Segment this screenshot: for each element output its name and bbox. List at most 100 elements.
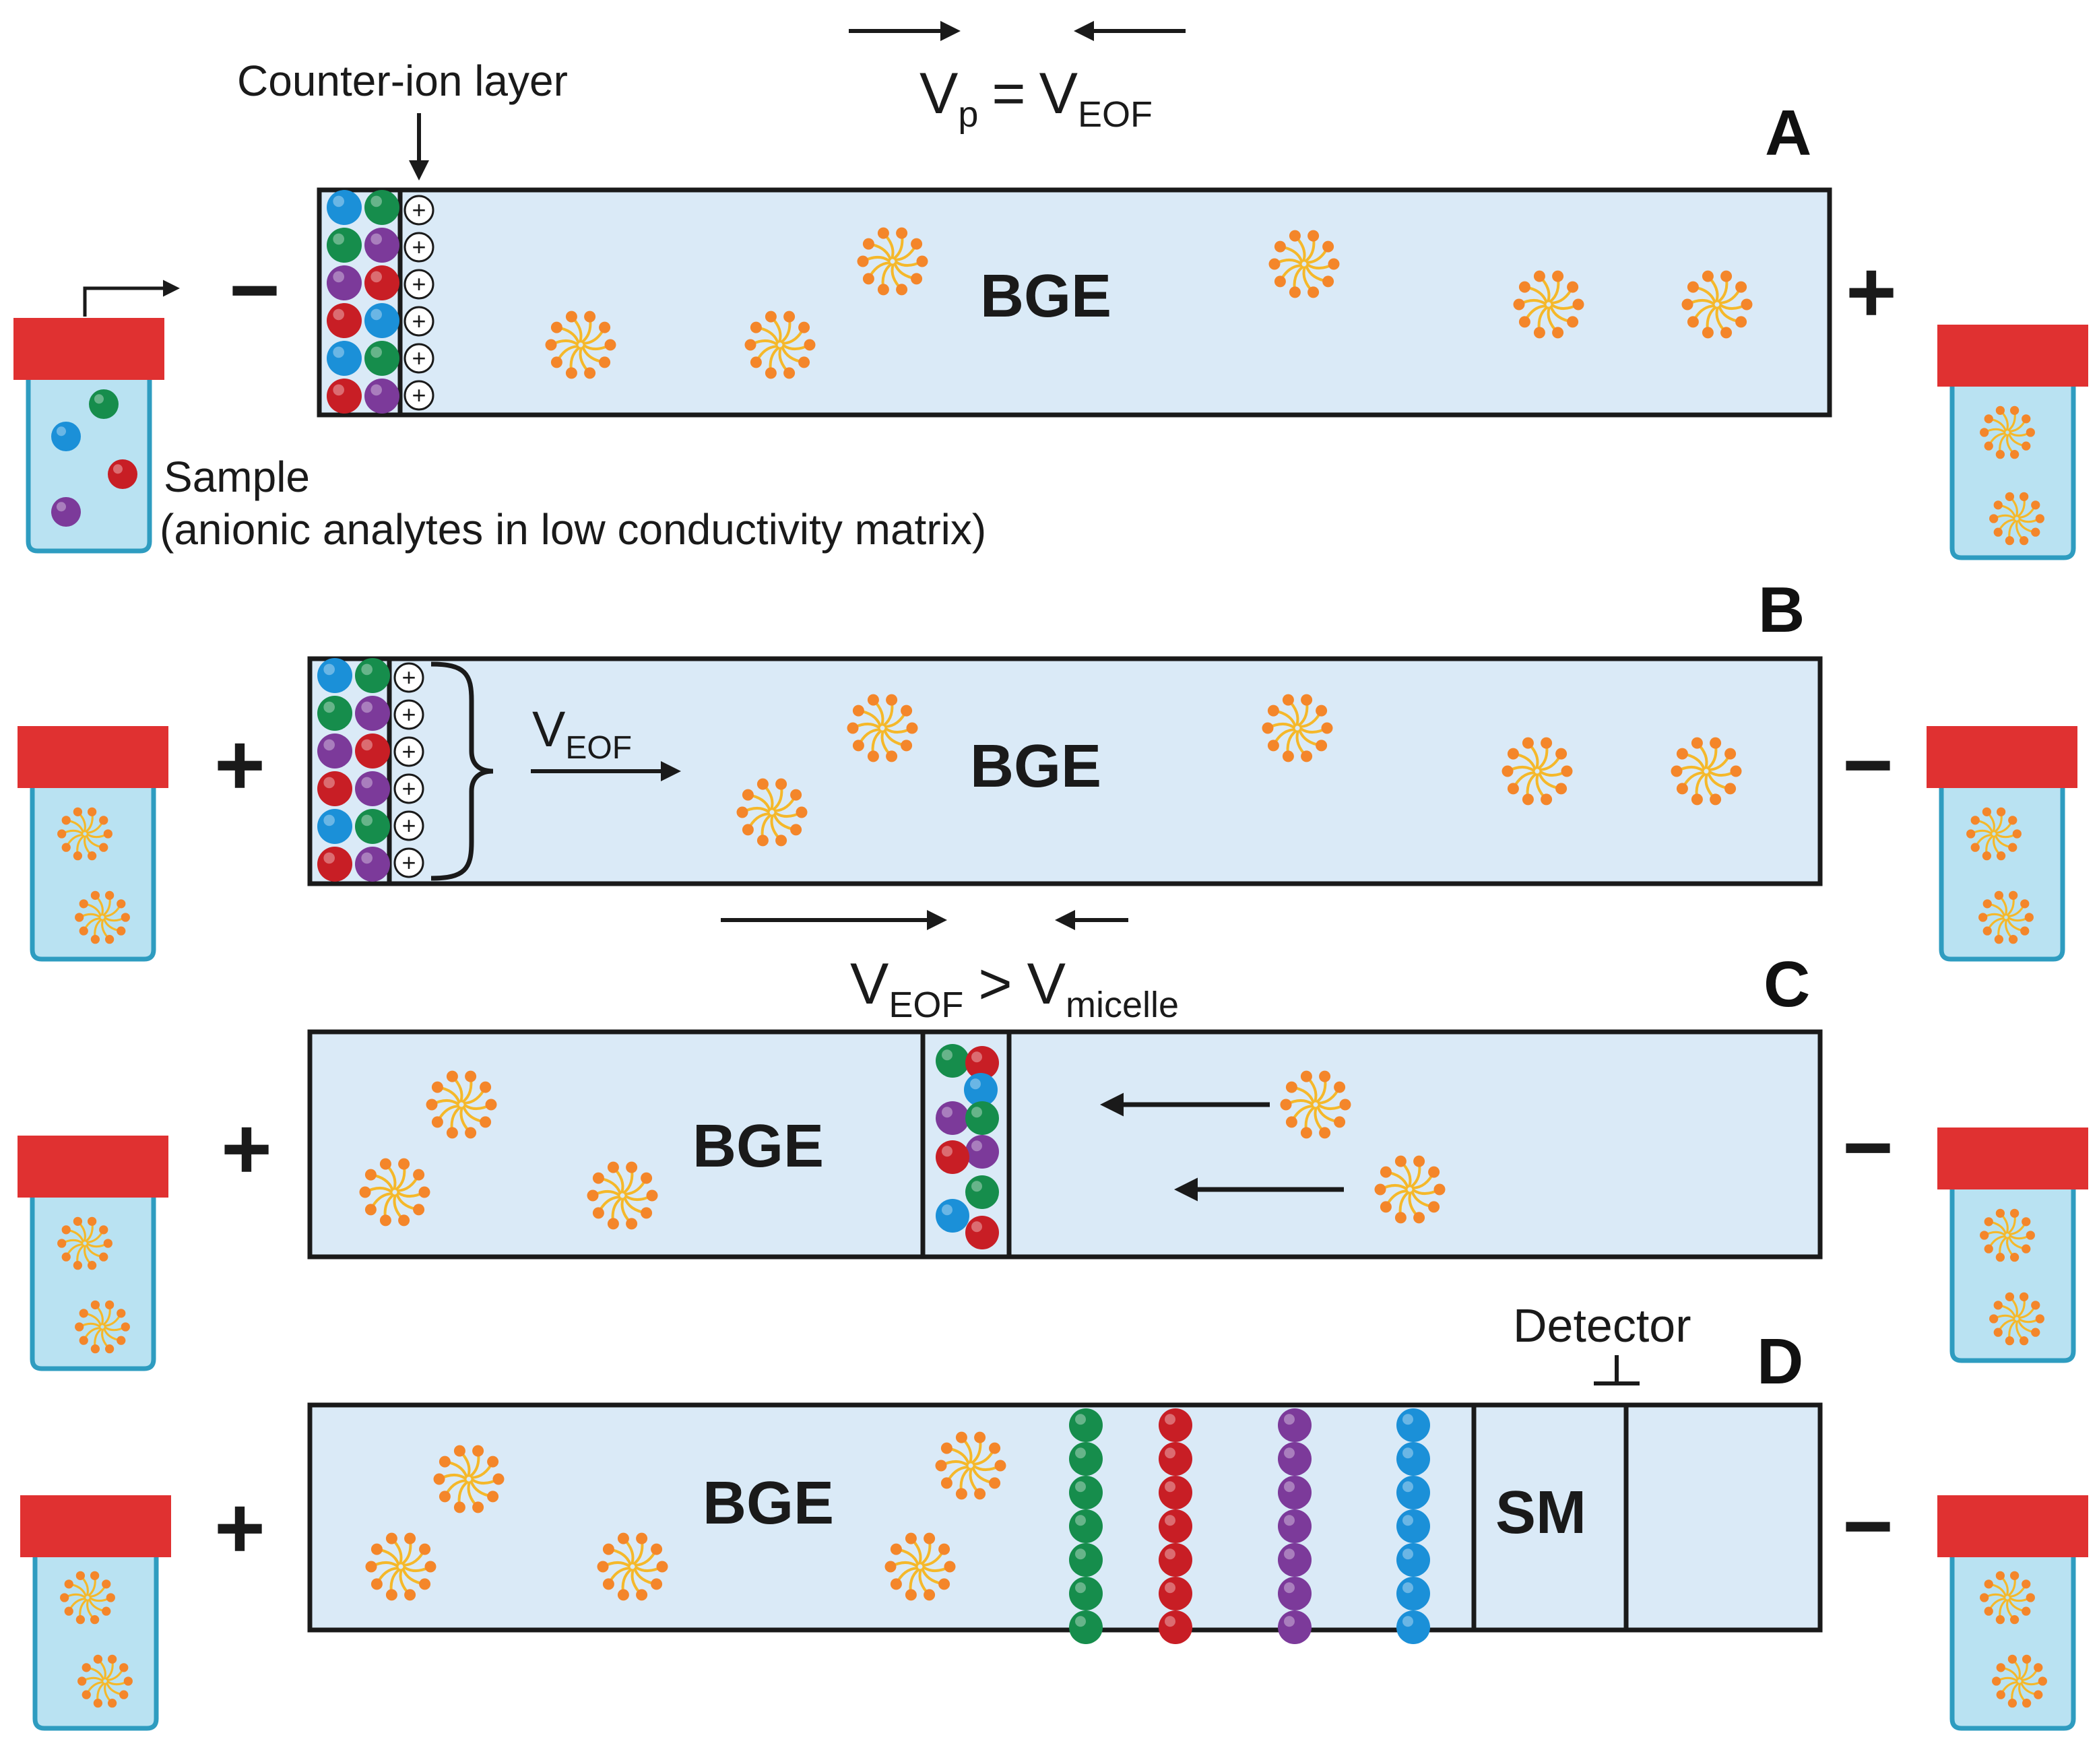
analyte-ball-icon: [327, 190, 362, 225]
micelle-icon: [587, 1161, 658, 1230]
panel-d: Detector D BGE SM + −: [20, 1299, 2088, 1731]
bge-vial-d-right: [1937, 1495, 2088, 1731]
bge-label-a: BGE: [980, 263, 1111, 330]
analyte-ball-icon: [936, 1101, 969, 1135]
analyte-ball-icon: [965, 1135, 999, 1169]
micelles-c: [359, 1070, 1446, 1230]
analyte-ball-icon: [1278, 1442, 1312, 1476]
electrode-sign-d-left: +: [214, 1478, 265, 1577]
analyte-ball-icon: [355, 771, 390, 806]
svg-text:+: +: [412, 270, 426, 298]
micelle-icon: [365, 1532, 437, 1601]
analyte-ball-icon: [1159, 1610, 1192, 1644]
electrode-sign-a-left: −: [229, 240, 280, 339]
analyte-ball-icon: [317, 809, 352, 844]
analyte-ball-icon: [355, 658, 390, 693]
analyte-ball-icon: [1278, 1509, 1312, 1543]
bge-vial-b-right: [1927, 726, 2077, 962]
micelle-icon: [57, 807, 112, 861]
micelle-icon: [1280, 1070, 1351, 1139]
analyte-ball-icon: [936, 1044, 969, 1078]
micelles-a: [545, 227, 1753, 379]
micelle-icon: [857, 227, 928, 296]
micelle-icon: [1501, 737, 1573, 806]
analyte-ball-icon: [1396, 1577, 1430, 1610]
micelle-icon: [1978, 890, 2034, 944]
panel-label-a: A: [1765, 97, 1811, 169]
analyte-ball-icon: [1278, 1577, 1312, 1610]
analyte-ball-icon: [1396, 1509, 1430, 1543]
micelle-icon: [1980, 1571, 2035, 1625]
equation-vp-veof: Vp=VEOF: [919, 61, 1153, 135]
analyte-ball-icon: [1069, 1476, 1103, 1509]
micelle-icon: [359, 1158, 430, 1227]
analyte-ball-icon: [1396, 1543, 1430, 1577]
stacked-analytes-b: [317, 658, 390, 882]
micelle-icon: [744, 311, 816, 379]
analyte-ball-icon: [327, 379, 362, 414]
capillary-d: [307, 1402, 1823, 1633]
analyte-ball-icon: [1278, 1543, 1312, 1577]
svg-text:+: +: [401, 812, 416, 839]
svg-text:+: +: [412, 233, 426, 261]
counter-ion-layer-label: Counter-ion layer: [237, 57, 568, 105]
svg-text:+: +: [401, 775, 416, 802]
analyte-ball-icon: [108, 459, 137, 489]
analyte-ball-icon: [1278, 1476, 1312, 1509]
analyte-ball-icon: [364, 379, 399, 414]
bge-vial-d-left: [20, 1495, 171, 1731]
equation-veof-vmicelle: VEOF>Vmicelle: [850, 952, 1179, 1025]
svg-text:+: +: [401, 849, 416, 876]
svg-text:+: +: [412, 381, 426, 409]
analyte-ball-icon: [1069, 1543, 1103, 1577]
analyte-ball-icon: [364, 228, 399, 263]
panel-a: A Vp=VEOF Counter-ion layer ++++++ BGE −…: [13, 21, 2088, 560]
micelle-icon: [736, 778, 808, 847]
micelles-d: [365, 1431, 1006, 1601]
micelle-icon: [1681, 270, 1753, 339]
analyte-ball-icon: [364, 190, 399, 225]
detector-label: Detector: [1513, 1299, 1691, 1352]
micelle-icon: [1989, 492, 2044, 546]
panel-label-b: B: [1758, 574, 1805, 646]
stacked-analytes-c: [936, 1044, 999, 1249]
micelle-icon: [77, 1654, 133, 1708]
sample-vial: [13, 318, 164, 554]
analyte-ball-icon: [317, 771, 352, 806]
analyte-ball-icon: [1159, 1509, 1192, 1543]
stacking-zone-brace: [430, 661, 494, 881]
analyte-ball-icon: [1396, 1408, 1430, 1442]
analyte-ball-icon: [1069, 1408, 1103, 1442]
analyte-ball-icon: [317, 847, 352, 882]
analyte-ball-icon: [1396, 1610, 1430, 1644]
micelle-icon: [1989, 1292, 2044, 1346]
panel-c: VEOF>Vmicelle C BGE + −: [18, 910, 2088, 1371]
analyte-ball-icon: [317, 658, 352, 693]
micelle-icon: [433, 1445, 505, 1513]
electrode-sign-c-right: −: [1842, 1098, 1894, 1196]
analyte-ball-icon: [964, 1073, 998, 1107]
analyte-ball-icon: [1278, 1610, 1312, 1644]
analyte-ball-icon: [317, 733, 352, 769]
micelle-icon: [545, 311, 616, 379]
micelle-icon: [935, 1431, 1006, 1500]
micelle-icon: [57, 1216, 112, 1270]
analyte-ball-icon: [355, 809, 390, 844]
sample-description: (anionic analytes in low conductivity ma…: [160, 505, 986, 554]
micelle-icon: [1262, 694, 1333, 762]
micelle-icon: [1980, 1208, 2035, 1262]
micelle-icon: [597, 1532, 668, 1601]
analyte-ball-icon: [317, 696, 352, 731]
analyte-ball-icon: [965, 1216, 999, 1249]
micelle-icon: [60, 1571, 115, 1625]
sweeping-micelle-zone-label: SM: [1495, 1479, 1586, 1546]
analyte-ball-icon: [355, 847, 390, 882]
svg-text:+: +: [401, 663, 416, 691]
analyte-ball-icon: [327, 265, 362, 300]
analyte-ball-icon: [965, 1046, 999, 1080]
analyte-ball-icon: [364, 341, 399, 376]
analyte-ball-icon: [965, 1175, 999, 1209]
analyte-ball-icon: [1278, 1408, 1312, 1442]
bge-label-c: BGE: [692, 1113, 824, 1180]
micelle-icon: [1268, 230, 1340, 298]
